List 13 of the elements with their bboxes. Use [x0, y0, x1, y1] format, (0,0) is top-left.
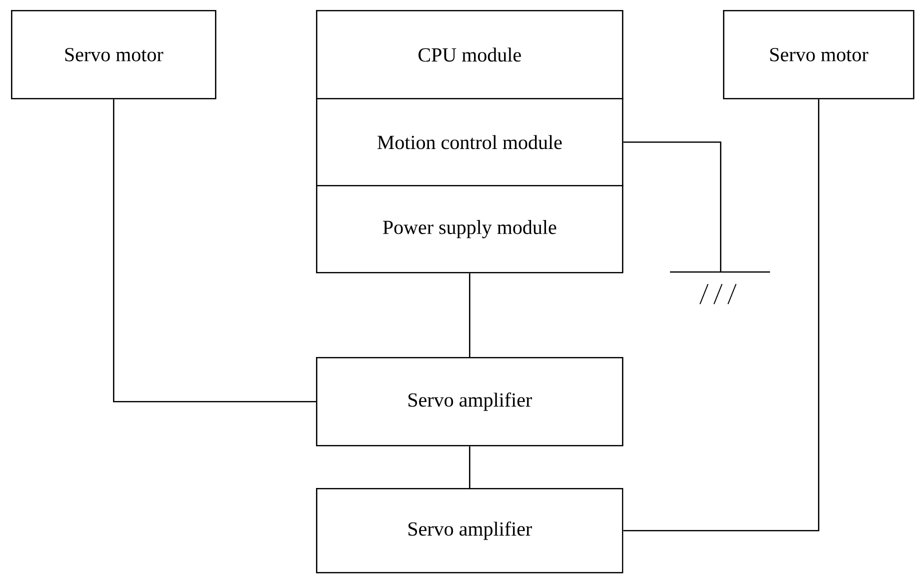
- motor-box: Servo motor: [723, 10, 914, 100]
- connector-line: [623, 142, 722, 272]
- motor-box: Servo motor: [11, 10, 216, 100]
- module-box: Power supply module: [316, 185, 624, 274]
- module-box: CPU module: [316, 10, 624, 100]
- connector-line: [469, 273, 470, 357]
- connector-line: [469, 446, 470, 488]
- connector-line: [113, 99, 316, 402]
- ground-symbol: [670, 271, 770, 304]
- module-box: Motion control module: [316, 98, 624, 186]
- amplifier-box: Servo amplifier: [316, 357, 624, 446]
- amplifier-box: Servo amplifier: [316, 488, 624, 574]
- connector-line: [623, 99, 820, 532]
